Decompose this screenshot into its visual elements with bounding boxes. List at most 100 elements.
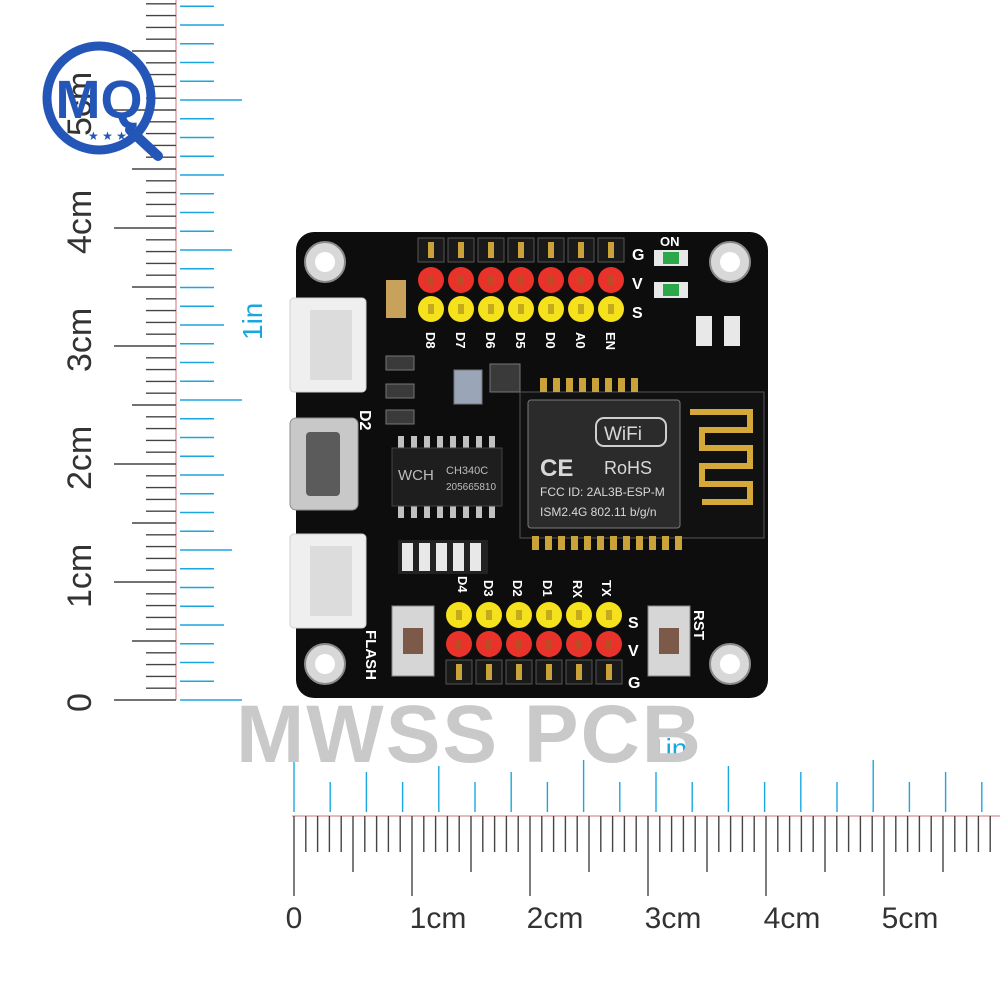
rst-button[interactable] (647, 605, 691, 677)
chip-pin (450, 436, 456, 450)
pin (458, 242, 464, 258)
pin (548, 242, 554, 258)
brand-logo: MQ ★ ★ ★ (42, 41, 163, 161)
pin-cap (446, 631, 472, 657)
bottom-pin-header (445, 602, 623, 685)
inch-ticks-horizontal (293, 760, 983, 812)
smd-resistor-array (398, 540, 488, 574)
pin-cap (536, 631, 562, 657)
pin (428, 242, 434, 258)
chip-pin (463, 436, 469, 450)
chip-text-2: 205665810 (446, 482, 496, 493)
micro-usb-port (289, 417, 359, 511)
hcm-label-1: 1cm (410, 902, 467, 935)
pin (516, 639, 522, 649)
bottom-header-labels: D4 D3 D2 D1 RX TX (455, 576, 614, 598)
pin-label-d4: D4 (455, 576, 470, 593)
cm-label-3: 3cm (61, 308, 99, 372)
pin-cap (538, 296, 564, 322)
chip-pin (463, 504, 469, 518)
module-wifi: WiFi (604, 424, 642, 445)
pin (518, 275, 524, 285)
inch-label-vertical: 1in (237, 303, 268, 340)
pin (428, 304, 434, 314)
chip-pin (424, 504, 430, 518)
module-pin (597, 536, 604, 550)
cm-ticks-horizontal (293, 816, 991, 896)
logo-text: MQ (56, 70, 143, 130)
hcm-label-4: 4cm (764, 902, 821, 935)
pin (578, 242, 584, 258)
pin-cap (596, 602, 622, 628)
pcb-antenna (690, 409, 753, 505)
pin-cap (446, 602, 472, 628)
pin-cap (476, 602, 502, 628)
pin-cap (506, 602, 532, 628)
status-leds (654, 250, 688, 298)
usb-label: D2 (356, 410, 373, 431)
jst-connector-top (289, 297, 367, 393)
module-pin (636, 536, 643, 550)
resistor (436, 543, 447, 571)
watermark: MWSS PCB (236, 689, 703, 780)
smd-resistors-top-right (696, 316, 740, 346)
bottom-row-v: V (628, 643, 639, 660)
module-pin (545, 536, 552, 550)
module-ism: ISM2.4G 802.11 b/g/n (540, 505, 657, 519)
cm-labels-vertical: 0 1cm 2cm 3cm 4cm 5cm (61, 72, 99, 712)
bottom-row-g: G (628, 675, 640, 692)
pin-label-d1: D1 (540, 580, 555, 597)
hcm-label-0: 0 (286, 902, 303, 935)
module-pin (571, 536, 578, 550)
pin-cap (566, 631, 592, 657)
horizontal-ruler: 0 1cm 2cm 3cm 4cm 5cm 1in (286, 733, 1000, 935)
module-pin (618, 378, 625, 392)
module-pin (605, 378, 612, 392)
chip-pin (398, 436, 404, 450)
pin-cap (448, 267, 474, 293)
flash-button[interactable] (391, 605, 435, 677)
pin (428, 275, 434, 285)
top-header-labels: D8 D7 D6 D5 D0 A0 EN (423, 332, 618, 350)
pin (576, 639, 582, 649)
module-pin (675, 536, 682, 550)
pin-label-d3: D3 (481, 580, 496, 597)
pin-label-d5: D5 (513, 332, 528, 349)
pin-cap (598, 267, 624, 293)
pin (576, 664, 582, 680)
module-pin (584, 536, 591, 550)
pin-label-a0: A0 (573, 332, 588, 349)
pin-label-d7: D7 (453, 332, 468, 349)
pin-label-en: EN (603, 332, 618, 350)
pin (608, 304, 614, 314)
chip-text-1: CH340C (446, 465, 488, 477)
pin-cap (536, 602, 562, 628)
chip-logo: WCH (398, 467, 434, 484)
bottom-row-s: S (628, 615, 639, 632)
chip-pin (476, 504, 482, 518)
module-pin (592, 378, 599, 392)
module-castellated-pins (532, 378, 682, 550)
resistor (470, 543, 481, 571)
module-pin (553, 378, 560, 392)
pin-cap (448, 296, 474, 322)
top-row-g: G (632, 247, 644, 264)
pin-label-d0: D0 (543, 332, 558, 349)
chip-pin (489, 504, 495, 518)
module-pin (558, 536, 565, 550)
module-pin (610, 536, 617, 550)
pin (606, 639, 612, 649)
rst-label: RST (690, 610, 707, 640)
chip-pin (411, 504, 417, 518)
esp-m-board: D2 G V S D8 D7 D6 D5 D0 A0 EN ON (289, 232, 768, 698)
pin (548, 275, 554, 285)
module-pin (631, 378, 638, 392)
pin-cap (566, 602, 592, 628)
module-pin (649, 536, 656, 550)
pin (486, 664, 492, 680)
cm-labels-horizontal: 0 1cm 2cm 3cm 4cm 5cm (286, 902, 939, 935)
pin (518, 304, 524, 314)
cm-label-1: 1cm (61, 544, 99, 608)
pin (576, 610, 582, 620)
bottom-row-labels: S V G (628, 615, 640, 692)
